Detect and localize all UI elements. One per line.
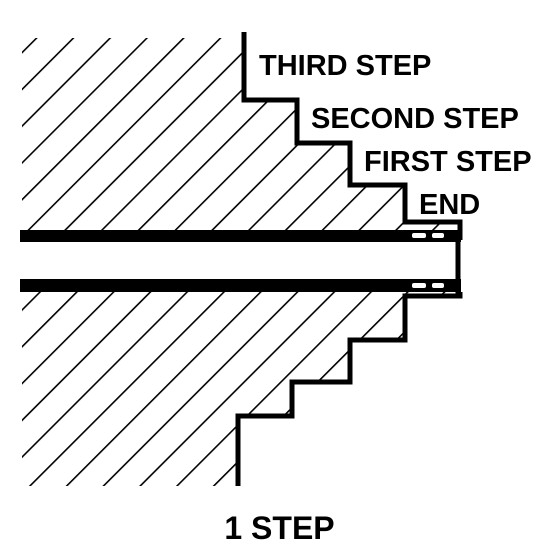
label-first-step: FIRST STEP bbox=[364, 146, 532, 178]
weld-bead-highlights bbox=[412, 233, 444, 288]
lower-plate-hatched bbox=[22, 292, 460, 486]
label-end: END bbox=[419, 189, 481, 221]
upper-plate-hatched bbox=[22, 38, 460, 240]
label-third-step: THIRD STEP bbox=[259, 50, 432, 82]
label-second-step: SECOND STEP bbox=[311, 103, 519, 135]
diagram-caption: 1 STEP bbox=[224, 510, 335, 546]
upper-step-outline bbox=[241, 32, 463, 240]
center-bore bbox=[20, 242, 458, 279]
lower-step-outline bbox=[235, 292, 463, 486]
upper-weld-band bbox=[20, 230, 461, 242]
lower-weld-band bbox=[20, 279, 461, 292]
